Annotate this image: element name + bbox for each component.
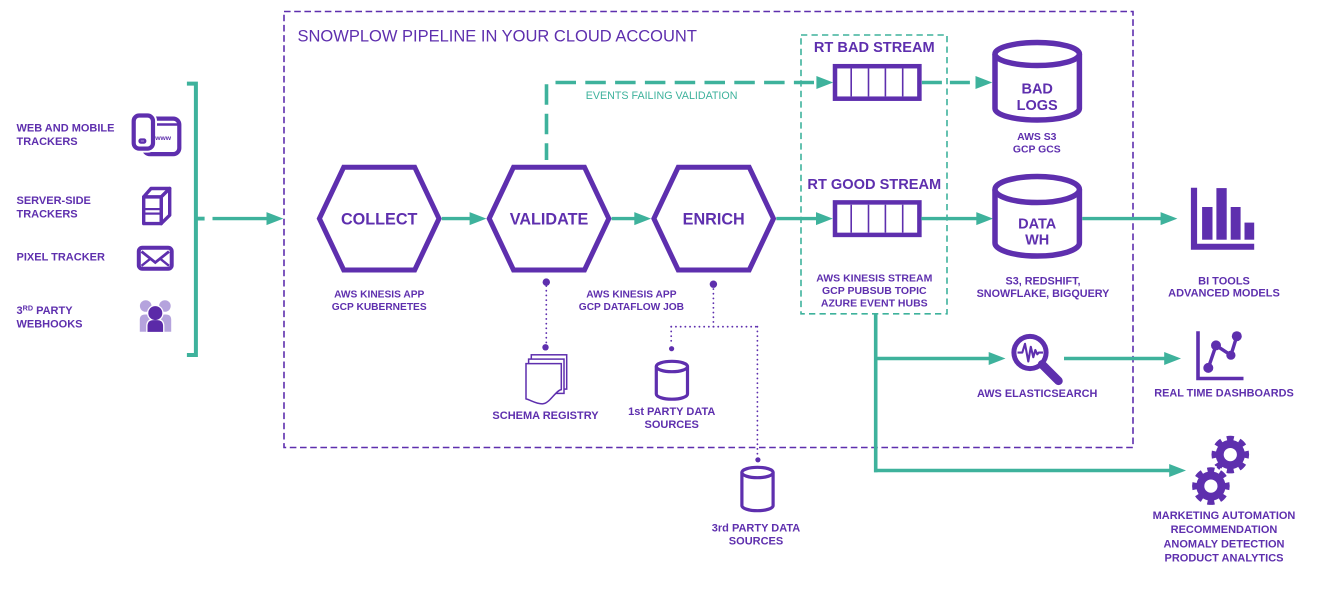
- svg-text:AWS KINESIS STREAM: AWS KINESIS STREAM: [816, 273, 932, 285]
- svg-text:LOGS: LOGS: [1017, 98, 1058, 114]
- svg-text:SOURCES: SOURCES: [729, 535, 783, 547]
- svg-text:TRACKERS: TRACKERS: [17, 209, 78, 221]
- svg-text:DATA: DATA: [1018, 217, 1057, 233]
- svg-text:GCP KUBERNETES: GCP KUBERNETES: [332, 302, 427, 313]
- svg-text:AWS KINESIS APP: AWS KINESIS APP: [334, 289, 424, 300]
- svg-text:GCP PUBSUB TOPIC: GCP PUBSUB TOPIC: [822, 285, 927, 297]
- svg-text:RT GOOD STREAM: RT GOOD STREAM: [807, 177, 941, 193]
- svg-text:GCP GCS: GCP GCS: [1013, 144, 1061, 155]
- svg-text:GCP DATAFLOW JOB: GCP DATAFLOW JOB: [579, 302, 684, 313]
- svg-text:3rd PARTY DATA: 3rd PARTY DATA: [712, 523, 800, 535]
- svg-text:COLLECT: COLLECT: [341, 211, 418, 229]
- svg-text:S3, REDSHIFT,: S3, REDSHIFT,: [1006, 275, 1081, 287]
- svg-text:SERVER-SIDE: SERVER-SIDE: [17, 195, 91, 207]
- svg-text:WH: WH: [1025, 233, 1049, 249]
- svg-text:AZURE EVENT HUBS: AZURE EVENT HUBS: [821, 298, 928, 310]
- svg-text:AWS S3: AWS S3: [1017, 132, 1056, 143]
- svg-text:AWS ELASTICSEARCH: AWS ELASTICSEARCH: [977, 388, 1098, 400]
- svg-text:www: www: [154, 135, 172, 142]
- svg-text:ADVANCED MODELS: ADVANCED MODELS: [1168, 288, 1280, 300]
- svg-text:ENRICH: ENRICH: [683, 211, 745, 229]
- svg-text:PRODUCT ANALYTICS: PRODUCT ANALYTICS: [1165, 552, 1284, 564]
- svg-text:RT BAD STREAM: RT BAD STREAM: [814, 40, 935, 56]
- svg-text:VALIDATE: VALIDATE: [510, 211, 589, 229]
- svg-text:SCHEMA REGISTRY: SCHEMA REGISTRY: [492, 410, 599, 422]
- svg-text:EVENTS FAILING VALIDATION: EVENTS FAILING VALIDATION: [586, 90, 738, 102]
- svg-text:WEB AND MOBILE: WEB AND MOBILE: [17, 123, 115, 135]
- svg-text:PIXEL TRACKER: PIXEL TRACKER: [17, 251, 105, 263]
- svg-text:SNOWPLOW PIPELINE IN YOUR CLOU: SNOWPLOW PIPELINE IN YOUR CLOUD ACCOUNT: [298, 27, 697, 45]
- svg-text:BI TOOLS: BI TOOLS: [1198, 275, 1250, 287]
- svg-text:ANOMALY DETECTION: ANOMALY DETECTION: [1163, 538, 1284, 550]
- svg-text:WEBHOOKS: WEBHOOKS: [17, 319, 83, 331]
- svg-text:REAL TIME DASHBOARDS: REAL TIME DASHBOARDS: [1154, 388, 1294, 400]
- svg-text:BAD: BAD: [1021, 82, 1052, 98]
- svg-text:RECOMMENDATION: RECOMMENDATION: [1171, 524, 1278, 536]
- svg-text:SOURCES: SOURCES: [644, 419, 698, 431]
- svg-text:SNOWFLAKE, BIGQUERY: SNOWFLAKE, BIGQUERY: [977, 288, 1111, 300]
- svg-text:AWS KINESIS APP: AWS KINESIS APP: [586, 289, 676, 300]
- svg-text:1st PARTY DATA: 1st PARTY DATA: [628, 406, 715, 418]
- svg-text:TRACKERS: TRACKERS: [17, 136, 78, 148]
- svg-text:MARKETING AUTOMATION: MARKETING AUTOMATION: [1153, 510, 1296, 522]
